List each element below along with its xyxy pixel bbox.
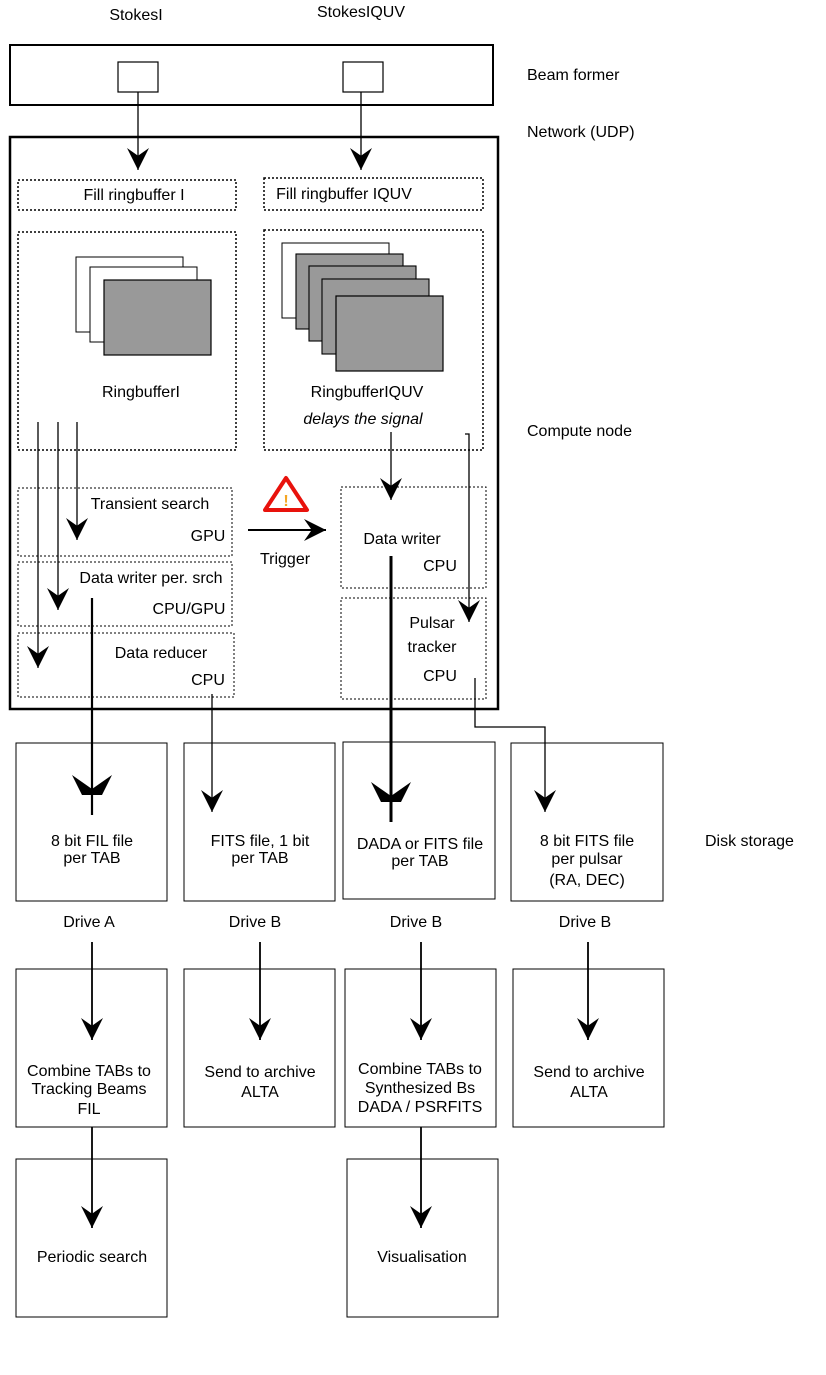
data-writer-proc: CPU [423, 558, 457, 575]
storage-dada-line2: per TAB [391, 853, 448, 870]
data-reducer-box [17, 632, 235, 698]
ringbuffer-i-stack [75, 256, 212, 356]
storage-fil-line1: 8 bit FIL file [51, 833, 133, 850]
process-box-archive-1 [183, 968, 336, 1128]
storage-fits-line2: per TAB [231, 850, 288, 867]
data-writer-per-srch-label: Data writer per. srch [79, 570, 222, 587]
pulsar-tracker-box [340, 597, 487, 700]
data-writer-box [340, 486, 487, 589]
fill-ringbuffer-i-box [17, 179, 237, 211]
process-archive-1-line1: Send to archive [204, 1064, 315, 1081]
data-reducer-proc: CPU [191, 672, 225, 689]
final-box-periodic-search [15, 1158, 168, 1318]
storage-pulsar-line2: per pulsar [551, 851, 623, 868]
process-combine-fil-line3: FIL [77, 1101, 100, 1118]
stokes-iquv-label: StokesIQUV [317, 4, 405, 21]
storage-dada-line1: DADA or FITS file [357, 836, 483, 853]
compute-node-box [8, 135, 500, 711]
storage-box-pulsar [510, 742, 664, 902]
final-periodic-search-label: Periodic search [37, 1249, 147, 1266]
data-writer-per-srch-box [17, 561, 233, 627]
process-archive-2-line2: ALTA [570, 1084, 608, 1101]
delay-note: delays the signal [303, 411, 423, 428]
ringbuffer-iquv-label: RingbufferIQUV [311, 384, 424, 401]
storage-pulsar-line1: 8 bit FITS file [540, 833, 634, 850]
data-reducer-label: Data reducer [115, 645, 208, 662]
network-label: Network (UDP) [527, 124, 635, 141]
ringbuffer-i-box [17, 231, 237, 451]
storage-box-fits-1bit [183, 742, 336, 902]
data-writer-per-srch-proc: CPU/GPU [153, 601, 226, 618]
storage-fil-line2: per TAB [63, 850, 120, 867]
transient-search-proc: GPU [191, 528, 226, 545]
disk-storage-label: Disk storage [705, 833, 794, 850]
drive-label-b3: Drive B [559, 914, 611, 931]
process-combine-fil-line2: Tracking Beams [32, 1081, 147, 1098]
drive-label-a: Drive A [63, 914, 115, 931]
arrow-pulsar-to-fits [474, 678, 556, 812]
trigger-label: Trigger [260, 551, 311, 568]
transient-search-box [17, 487, 233, 557]
compute-node-label: Compute node [527, 423, 632, 440]
ringbuffer-iquv-stack [281, 242, 444, 372]
ringbuffer-iquv-box [263, 229, 484, 451]
process-combine-dada-line1: Combine TABs to [358, 1061, 482, 1078]
process-combine-dada-line3: DADA / PSRFITS [358, 1099, 482, 1116]
process-combine-fil-line1: Combine TABs to [27, 1063, 151, 1080]
beam-port-i [117, 61, 159, 93]
storage-pulsar-line3: (RA, DEC) [549, 872, 625, 889]
pulsar-tracker-label-1: Pulsar [409, 615, 455, 632]
beam-former-label: Beam former [527, 67, 620, 84]
stokes-i-label: StokesI [109, 7, 162, 24]
process-combine-dada-line2: Synthesized Bs [365, 1080, 475, 1097]
drive-label-b2: Drive B [390, 914, 442, 931]
warning-glyph: ! [283, 493, 288, 510]
beam-former-box [9, 44, 494, 106]
storage-box-fil [15, 742, 168, 902]
process-archive-1-line2: ALTA [241, 1084, 279, 1101]
arrow-rbiquv-to-pulsar [458, 433, 480, 622]
warning-icon: ! [263, 476, 309, 512]
fill-ringbuffer-iquv-label: Fill ringbuffer IQUV [276, 186, 412, 203]
beam-port-iquv [342, 61, 384, 93]
process-archive-2-line1: Send to archive [533, 1064, 644, 1081]
fill-ringbuffer-i-label: Fill ringbuffer I [83, 187, 184, 204]
ringbuffer-i-label: RingbufferI [102, 384, 180, 401]
final-visualisation-label: Visualisation [377, 1249, 467, 1266]
process-box-archive-2 [512, 968, 665, 1128]
transient-search-label: Transient search [91, 496, 210, 513]
pulsar-tracker-label-2: tracker [408, 639, 458, 656]
drive-label-b1: Drive B [229, 914, 281, 931]
data-writer-label: Data writer [363, 531, 441, 548]
pulsar-tracker-proc: CPU [423, 668, 457, 685]
storage-box-dada [342, 741, 496, 900]
final-box-visualisation [346, 1158, 499, 1318]
storage-fits-line1: FITS file, 1 bit [211, 833, 310, 850]
fill-ringbuffer-iquv-box [263, 177, 484, 211]
